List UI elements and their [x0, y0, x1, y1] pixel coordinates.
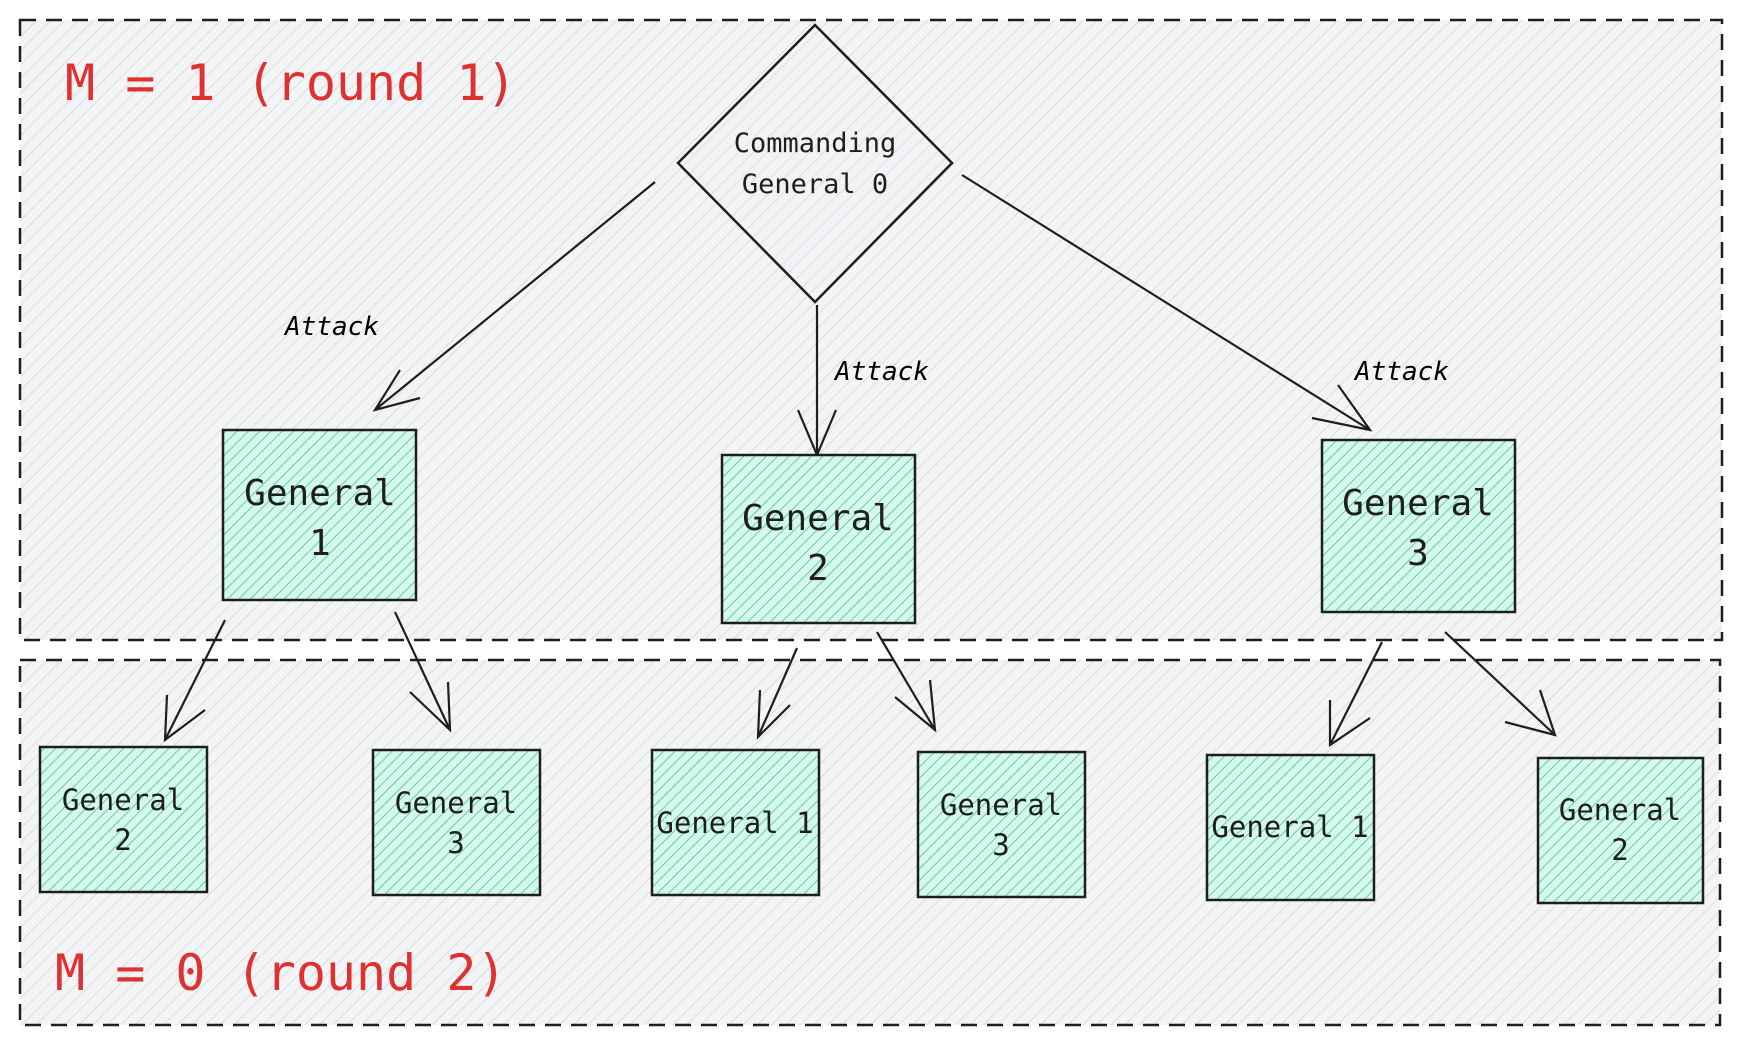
node-label-line1: General	[395, 786, 517, 820]
round2-general-node[interactable]: General 2	[38, 745, 209, 894]
node-label-line2: 3	[992, 828, 1009, 862]
round2-label: M = 0 (round 2)	[55, 944, 507, 1002]
commander-diamond[interactable]	[676, 23, 954, 304]
node-label-line2: 2	[1611, 833, 1628, 867]
commander-label-line2: General 0	[742, 169, 888, 200]
round1-general-node[interactable]: General 2	[720, 453, 917, 625]
commander-label-line1: Commanding	[734, 128, 897, 159]
edge-commander-to-general3	[961, 174, 1373, 432]
node-label-line1: General	[940, 788, 1062, 822]
round2-general-node[interactable]: General 3	[371, 748, 542, 897]
round2-general-node[interactable]: General 1	[650, 748, 821, 897]
edge-label-general3: Attack	[1353, 357, 1449, 387]
round2-general-node[interactable]: General 2	[1536, 756, 1705, 905]
round1-general-node[interactable]: General 1	[221, 428, 418, 602]
round1-general-node[interactable]: General 3	[1320, 438, 1517, 614]
node-label-line1: General	[742, 498, 894, 539]
node-label-line2: 1	[309, 523, 331, 564]
round2-general-node[interactable]: General 1	[1205, 753, 1376, 902]
edge-commander-to-general1	[372, 181, 656, 412]
edges-round1-to-round2	[163, 611, 1557, 748]
node-label-line1: General 1	[1211, 810, 1368, 844]
node-label-line1: General 1	[656, 806, 813, 840]
node-label-line2: 2	[114, 823, 131, 857]
node-label-line1: General	[1559, 793, 1681, 827]
node-label-line1: General	[1342, 483, 1494, 524]
node-label-line2: 3	[1407, 533, 1429, 574]
edge-label-general2: Attack	[833, 357, 929, 387]
edge-label-general1: Attack	[283, 312, 379, 342]
round2-region	[18, 658, 1722, 1027]
round2-general-node[interactable]: General 3	[916, 750, 1087, 899]
node-label-line1: General	[62, 783, 184, 817]
node-label-line1: General	[244, 473, 396, 514]
round1-label: M = 1 (round 1)	[65, 54, 517, 112]
node-label-line2: 3	[447, 826, 464, 860]
node-label-line2: 2	[807, 548, 829, 589]
